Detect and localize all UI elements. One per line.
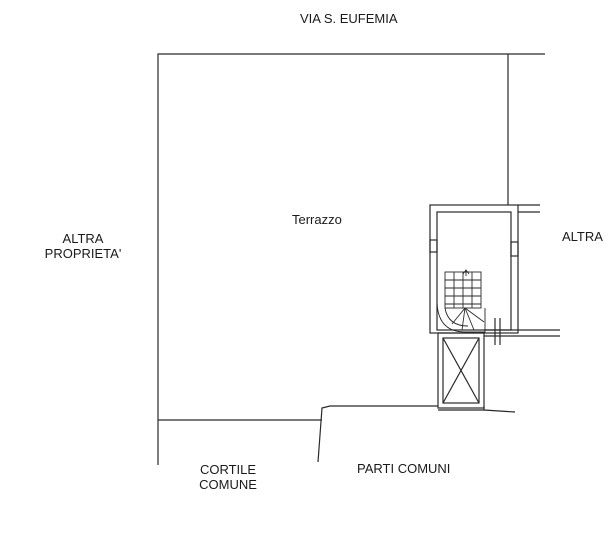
courtyard-line2: COMUNE bbox=[199, 477, 257, 492]
common-parts-label: PARTI COMUNI bbox=[357, 461, 451, 476]
common-parts-boundary bbox=[317, 405, 516, 463]
terrace-boundary bbox=[157, 53, 545, 465]
right-neighbor-label: ALTRA bbox=[562, 229, 603, 244]
courtyard-label: CORTILE COMUNE bbox=[186, 462, 270, 492]
street-label: VIA S. EUFEMIA bbox=[300, 11, 398, 26]
right-walls bbox=[484, 318, 560, 345]
left-neighbor-line2: PROPRIETA' bbox=[44, 246, 122, 261]
left-neighbor-label: ALTRA PROPRIETA' bbox=[38, 231, 128, 261]
lift-shaft bbox=[437, 332, 485, 409]
room-label-terrazzo: Terrazzo bbox=[292, 212, 342, 227]
staircase bbox=[436, 269, 486, 333]
left-neighbor-line1: ALTRA bbox=[62, 231, 104, 246]
courtyard-line1: CORTILE bbox=[199, 462, 257, 477]
